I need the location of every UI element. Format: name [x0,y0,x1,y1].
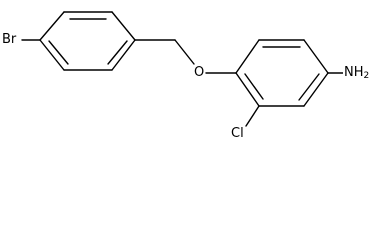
amine-subscript: 2 [363,71,370,81]
structure-diagram: Br O Cl NH2 [1,11,371,141]
bond-ch2-o [174,39,195,65]
oxygen-atom-label: O [193,65,206,80]
double-bond-inner-3 [48,40,69,65]
bond-c7-c8 [235,39,260,74]
amine-nh-text: NH [344,65,364,80]
bromophenyl-ring [39,11,136,71]
amine-group-label: NH2 [343,65,371,83]
double-bond-inner-2 [107,40,128,65]
bond-c4-c5 [111,39,136,71]
chloroaniline-ring [235,39,329,107]
bromine-atom-label: Br [1,32,18,47]
double-bond-inner-5 [298,73,320,101]
double-bond-inner-6 [244,73,264,100]
bond-c12-cl [245,105,260,127]
bond-c9-c10 [303,39,329,74]
bond-layer [21,11,344,127]
bond-c12-c7 [235,72,260,107]
bond-c6-c1 [39,39,65,71]
bond-c1-c2 [39,11,65,41]
chlorine-atom-label: Cl [230,126,245,141]
bond-c3-c4 [111,11,136,41]
bond-c10-c11 [303,72,329,107]
